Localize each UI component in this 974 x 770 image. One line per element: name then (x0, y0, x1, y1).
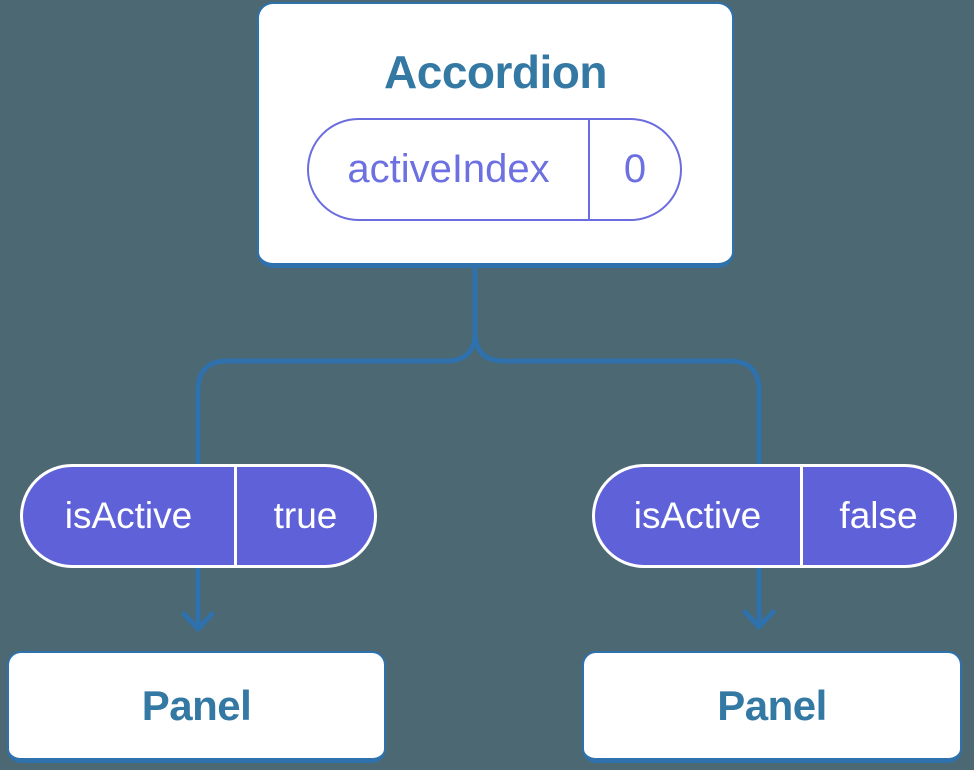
prop-pill-value: false (839, 495, 918, 536)
prop-pill-name: isActive (64, 495, 193, 536)
arrowhead-down-right-icon (742, 609, 776, 630)
panel-title: Panel (141, 681, 252, 729)
state-pill-activeindex: activeIndex 0 (307, 118, 682, 221)
accordion-card: Accordion activeIndex 0 (257, 2, 734, 268)
prop-pill-isactive-false: isActive false (592, 464, 957, 568)
pill-divider (800, 467, 803, 565)
state-pill-name: activeIndex (347, 147, 550, 191)
prop-pill-value: true (273, 495, 338, 536)
pill-divider (234, 467, 237, 565)
accordion-title: Accordion (384, 46, 607, 98)
state-pill-value: 0 (623, 147, 647, 191)
connector-right-branch (472, 263, 762, 629)
prop-pill-name: isActive (633, 495, 762, 536)
prop-pill-isactive-true: isActive true (20, 464, 377, 568)
panel-card-right: Panel (582, 651, 962, 763)
connector-left-branch (195, 263, 478, 631)
panel-title: Panel (717, 681, 827, 729)
arrowhead-down-left-icon (181, 611, 215, 632)
panel-card-left: Panel (7, 651, 386, 763)
pill-divider (588, 120, 590, 219)
